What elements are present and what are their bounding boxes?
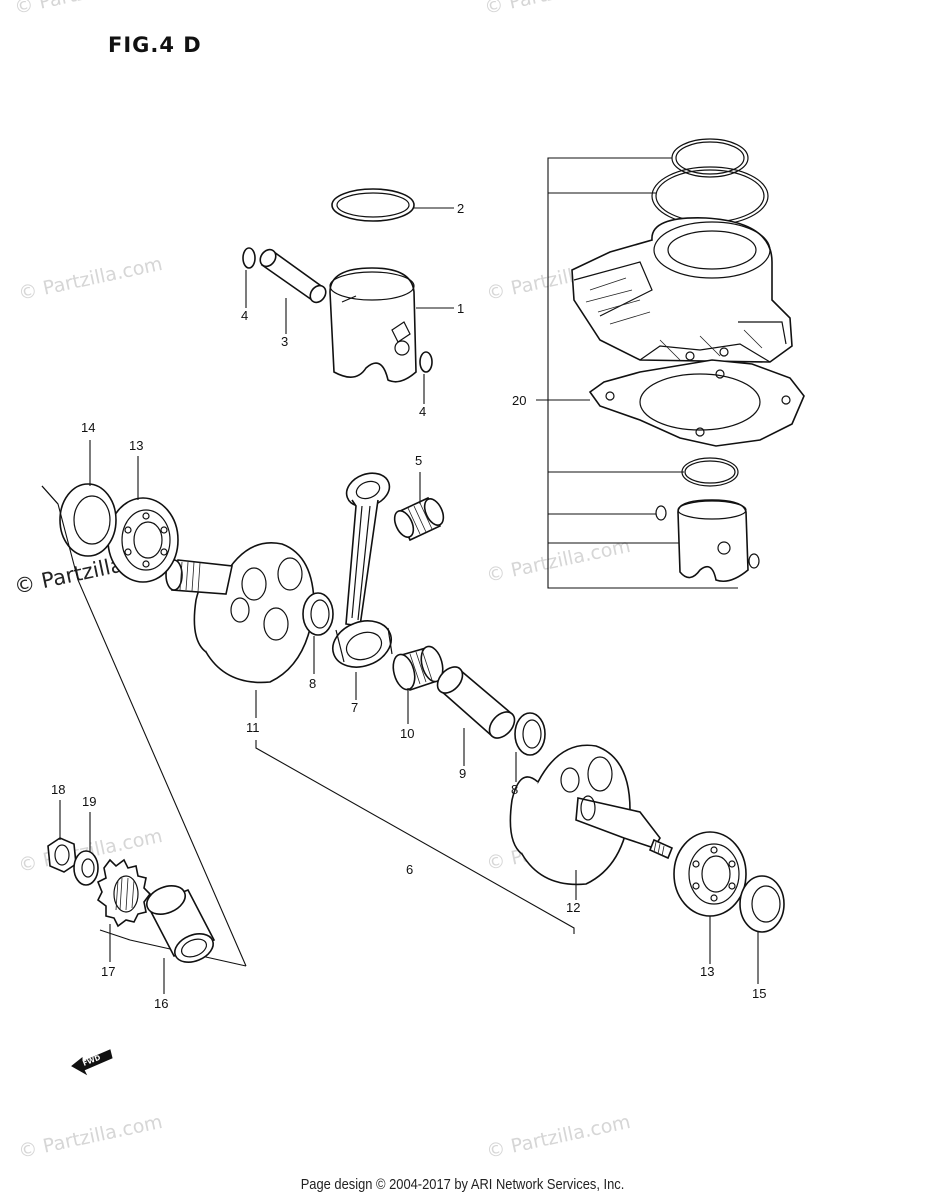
- callout-12: 12: [566, 900, 580, 915]
- crank-pin: [436, 666, 516, 739]
- small-end-bearing: [393, 496, 445, 542]
- callout-16: 16: [154, 996, 168, 1011]
- callout-9: 9: [459, 766, 466, 781]
- oil-seal-right: [739, 875, 785, 933]
- watermark: © Partzilla.com: [484, 1111, 632, 1163]
- callout-13: 13: [700, 964, 714, 979]
- callout-17: 17: [101, 964, 115, 979]
- kit-ring-top: [671, 138, 749, 178]
- piston-pin-clip: [419, 351, 433, 373]
- callout-20: 20: [512, 393, 526, 408]
- leader-lines: [59, 207, 759, 994]
- watermark: © Partzilla.com: [482, 0, 630, 19]
- crank-nut: [47, 837, 77, 873]
- callout-19: 19: [82, 794, 96, 809]
- callout-6: 6: [406, 862, 413, 877]
- callout-15: 15: [752, 986, 766, 1001]
- kit-piston-ring: [681, 457, 739, 487]
- watermarks: © Partzilla.com © Partzilla.com © Partzi…: [12, 0, 632, 1163]
- top-end-kit-box: [547, 157, 738, 589]
- piston-ring: [331, 188, 415, 222]
- base-gasket-illustration: [588, 359, 805, 447]
- piston-pin-clip: [242, 247, 256, 269]
- primary-drive-gear: [96, 858, 152, 928]
- watermark: © Partzilla.com: [16, 1111, 164, 1163]
- crankshaft-left-half: [165, 542, 315, 684]
- callout-13: 13: [129, 438, 143, 453]
- cylinder-illustration: [571, 217, 793, 363]
- figure-title: FIG.4 D: [108, 33, 202, 57]
- kit-clip: [748, 553, 760, 569]
- callout-11: 11: [246, 720, 260, 735]
- callout-3: 3: [281, 334, 288, 349]
- kit-gasket-ring: [651, 166, 769, 226]
- crank-bearing-left: [107, 497, 179, 583]
- watermark: © Partzilla.com: [12, 0, 160, 19]
- watermark: © Partzilla.com: [16, 253, 164, 305]
- callout-4: 4: [419, 404, 426, 419]
- big-end-bearing: [392, 645, 444, 692]
- callout-10: 10: [400, 726, 414, 741]
- crank-bearing-right: [673, 831, 747, 917]
- fwd-arrow-icon: FWD: [71, 1049, 113, 1076]
- oil-seal-left: [59, 483, 117, 557]
- spacer-sleeve: [146, 885, 216, 963]
- kit-clip: [655, 505, 667, 521]
- callout-2: 2: [457, 201, 464, 216]
- piston-pin: [259, 248, 327, 304]
- crankshaft-assembly-bracket: [255, 740, 575, 934]
- crankshaft-right-half: [509, 744, 674, 886]
- page-footer: Page design © 2004-2017 by ARI Network S…: [300, 1176, 625, 1193]
- callout-5: 5: [415, 453, 422, 468]
- callout-8: 8: [309, 676, 316, 691]
- thrust-washer-right: [514, 712, 546, 756]
- thrust-washer-left: [302, 592, 334, 636]
- piston: [329, 267, 417, 383]
- callout-18: 18: [51, 782, 65, 797]
- connecting-rod: [332, 472, 393, 668]
- kit-piston: [677, 499, 749, 583]
- callout-1: 1: [457, 301, 464, 316]
- callout-14: 14: [81, 420, 95, 435]
- callout-labels: 2 1 3 4 4 5 7 8 10 9 8 11 6 12 13 15 14 …: [51, 201, 766, 1011]
- callout-4: 4: [241, 308, 248, 323]
- washer: [73, 850, 99, 886]
- callout-7: 7: [351, 700, 358, 715]
- callout-8: 8: [511, 782, 518, 797]
